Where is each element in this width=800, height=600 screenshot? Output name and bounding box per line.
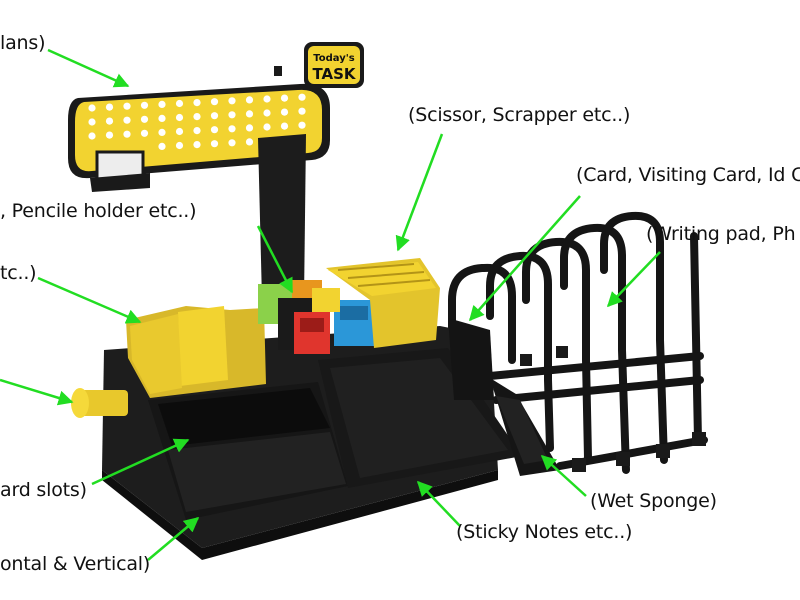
peg-hole — [123, 102, 131, 110]
peg-hole — [263, 95, 271, 103]
arrow-etc — [37, 276, 142, 324]
label-sticky-notes: (Sticky Notes etc..) — [456, 521, 633, 543]
peg-hole — [263, 123, 271, 131]
peg-hole — [228, 97, 236, 105]
color-cups — [258, 280, 374, 354]
card-holder-block — [448, 318, 494, 400]
peg-hole — [245, 96, 254, 104]
callout-arrows — [0, 48, 661, 561]
label-card: (Card, Visiting Card, Id C — [576, 164, 800, 186]
peg-hole — [280, 94, 289, 102]
arrow-writing-pad — [606, 251, 661, 308]
label-pen-holder: , Pencile holder etc..) — [0, 200, 197, 222]
peg-hole — [263, 109, 271, 117]
peg-hole — [245, 124, 254, 132]
peg-hole — [88, 132, 96, 140]
peg-hole — [105, 103, 114, 111]
label-writing-pad: (Writing pad, Ph — [646, 223, 796, 245]
rack-feet — [520, 346, 706, 472]
label-etc: tc..) — [0, 262, 37, 284]
peg-hole — [228, 139, 236, 147]
peg-hole — [298, 93, 306, 101]
peg-hole — [210, 98, 219, 106]
arrow-card — [469, 195, 581, 322]
peg-hole — [105, 117, 114, 125]
peg-hole — [210, 126, 219, 134]
arrow-pegboard — [47, 48, 130, 88]
peg-hole — [123, 116, 131, 124]
peg-hole — [140, 129, 149, 137]
peg-hole — [88, 118, 96, 126]
peg-hole — [88, 104, 96, 112]
peg-hole — [280, 122, 289, 130]
scissor-holder — [326, 258, 440, 348]
peg-hole — [193, 127, 201, 135]
sign-line1: Today's — [313, 53, 355, 64]
sign-line2: TASK — [312, 65, 356, 83]
peg-hole — [158, 142, 166, 150]
label-scissor: (Scissor, Scrapper etc..) — [408, 104, 631, 126]
peg-hole — [158, 114, 166, 122]
peg-hole — [105, 131, 114, 139]
peg-hole — [140, 115, 149, 123]
arrow-sticky-notes — [416, 480, 461, 527]
peg-hole — [245, 138, 254, 146]
wet-sponge-box — [490, 378, 560, 476]
peg-hole — [298, 121, 306, 129]
peg-hole — [175, 99, 184, 108]
peg-hole — [298, 107, 306, 115]
label-orientation: ontal & Vertical) — [0, 553, 151, 575]
writing-pad-rack — [448, 211, 708, 474]
label-card-slots: ard slots) — [0, 479, 87, 501]
arrow-card-slots — [91, 438, 190, 486]
todays-task-sign: Today's TASK — [274, 42, 364, 88]
arrow-knob — [0, 378, 74, 406]
peg-hole — [193, 113, 201, 121]
yellow-side-bin — [126, 306, 266, 398]
peg-hole — [228, 111, 236, 119]
arrow-scissor — [395, 133, 444, 252]
peg-hole — [280, 108, 289, 116]
label-wet-sponge: (Wet Sponge) — [590, 490, 717, 512]
card-slots-box — [148, 382, 348, 520]
peg-hole — [175, 127, 184, 136]
yellow-knob — [71, 388, 128, 418]
peg-hole — [193, 141, 201, 149]
peg-hole — [210, 140, 219, 148]
arrow-wet-sponge — [540, 454, 587, 497]
peg-hole — [210, 112, 219, 120]
arrow-orientation — [147, 517, 200, 561]
peg-hole — [140, 101, 149, 109]
peg-hole — [193, 99, 201, 107]
label-pegboard: lans) — [0, 32, 46, 54]
pole — [258, 134, 306, 300]
peg-hole — [175, 141, 184, 150]
peg-hole — [175, 113, 184, 122]
peg-hole — [158, 128, 166, 136]
peg-hole — [123, 130, 131, 138]
peg-hole — [228, 125, 236, 133]
peg-hole — [245, 110, 254, 118]
arrow-pen-holder — [256, 225, 294, 294]
peg-hole — [158, 100, 166, 108]
pegboard-holes — [88, 93, 306, 150]
